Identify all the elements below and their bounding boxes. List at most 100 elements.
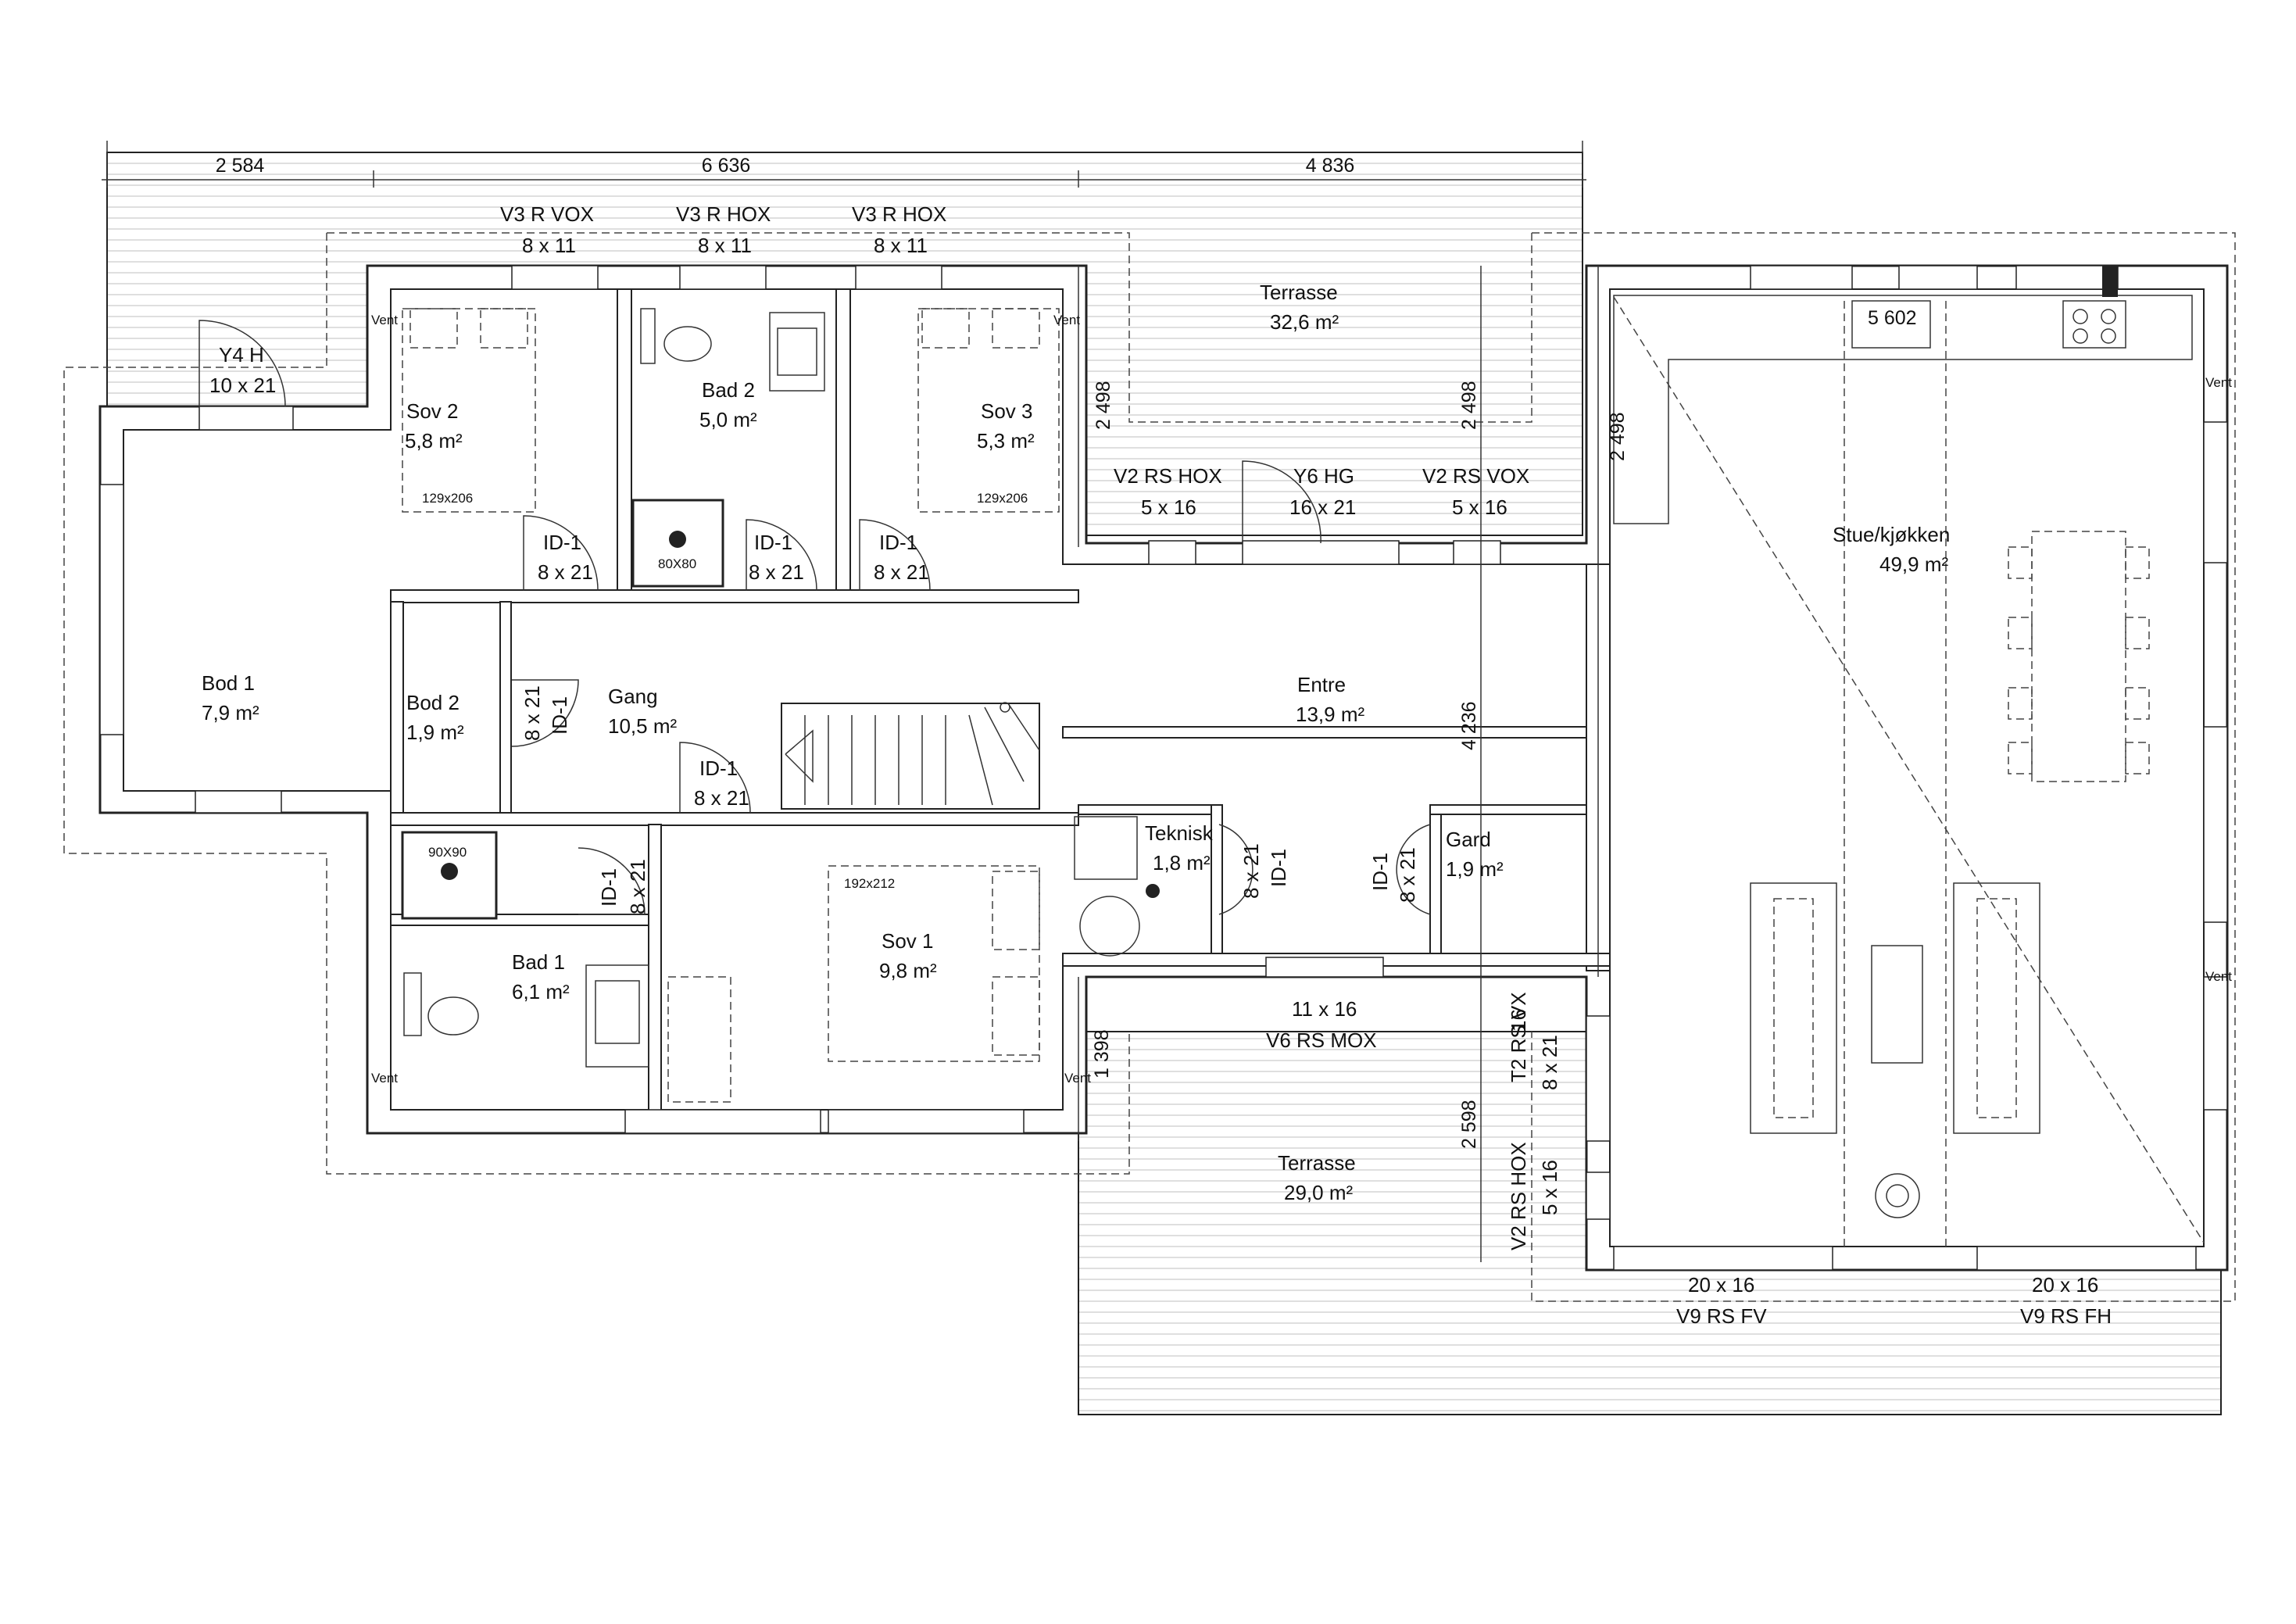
window-openings xyxy=(99,265,2228,1271)
room-bod1-name: Bod 1 xyxy=(202,671,255,695)
window-v2-low-size: 5 x 16 xyxy=(1538,1160,1561,1215)
room-sov3-name: Sov 3 xyxy=(981,399,1033,423)
room-gard-name: Gard xyxy=(1446,828,1491,851)
window-v3-vox-type: V3 R VOX xyxy=(500,202,594,226)
room-sov2-bed: 129x206 xyxy=(422,491,473,506)
door-teknisk-type: ID-1 xyxy=(1267,849,1290,887)
window-v6-type: V6 RS MOX xyxy=(1266,1028,1377,1052)
dim-entre-upper: 2 498 xyxy=(1458,381,1480,430)
window-labels: V3 R VOX 8 x 11 V3 R HOX 8 x 11 V3 R HOX… xyxy=(209,202,2112,1328)
terrasse-lower-area: 29,0 m² xyxy=(1284,1181,1353,1204)
door-y4-type: Y4 H xyxy=(219,343,264,367)
door-y6-size: 16 x 21 xyxy=(1289,495,1356,519)
room-sov2-area: 5,8 m² xyxy=(405,429,463,453)
window-v9-fv-type: V9 RS FV xyxy=(1676,1304,1767,1328)
door-bad2-size: 8 x 21 xyxy=(749,560,804,584)
dim-stue-wall: 2 498 xyxy=(1607,412,1629,461)
window-v9-fv-size: 20 x 16 xyxy=(1688,1273,1754,1297)
room-bod1-area: 7,9 m² xyxy=(202,701,259,724)
window-v3-hox-a-type: V3 R HOX xyxy=(676,202,771,226)
dim-entre-lower: 4 236 xyxy=(1458,701,1480,750)
terrasse-upper-area: 32,6 m² xyxy=(1270,310,1339,334)
door-labels: ID-1 8 x 21 ID-1 8 x 21 ID-1 8 x 21 ID-1… xyxy=(520,531,1419,914)
door-gang-type: ID-1 xyxy=(699,757,738,780)
room-teknisk-area: 1,8 m² xyxy=(1153,851,1211,875)
window-v2-low-type: V2 RS HOX xyxy=(1507,1142,1530,1250)
room-bod2-area: 1,9 m² xyxy=(406,721,464,744)
door-swings xyxy=(198,320,1431,915)
window-v2-hox-type: V2 RS HOX xyxy=(1114,464,1222,488)
door-sov2-type: ID-1 xyxy=(543,531,581,554)
room-teknisk-name: Teknisk xyxy=(1145,821,1214,845)
room-sov1-bed: 192x212 xyxy=(844,876,895,891)
room-stue-area: 49,9 m² xyxy=(1879,553,1948,576)
dim-4836: 4 836 xyxy=(1306,155,1355,177)
window-v3-hox-b-size: 8 x 11 xyxy=(874,234,928,257)
room-bad1-area: 6,1 m² xyxy=(512,980,570,1003)
window-v2-hox-size: 5 x 16 xyxy=(1141,495,1196,519)
window-v9-fh-size: 20 x 16 xyxy=(2032,1273,2098,1297)
dim-6636: 6 636 xyxy=(702,155,751,177)
door-bad1-type: ID-1 xyxy=(597,868,620,907)
room-gang-name: Gang xyxy=(608,685,658,708)
room-bad1-name: Bad 1 xyxy=(512,950,565,974)
vent-label: Vent xyxy=(371,313,398,327)
vent-label: Vent xyxy=(1053,313,1080,327)
room-bad2-shower: 80X80 xyxy=(658,556,696,571)
room-bod2-name: Bod 2 xyxy=(406,691,460,714)
dim-kitchen-width: 5 602 xyxy=(1868,307,1917,329)
dim-terrace-upper: 2 498 xyxy=(1093,381,1114,430)
staircase xyxy=(781,702,1040,810)
room-sov1-area: 9,8 m² xyxy=(879,959,937,982)
window-v3-hox-b-type: V3 R HOX xyxy=(852,202,946,226)
vent-label: Vent xyxy=(2205,969,2232,984)
dimension-line-top: 2 584 6 636 4 836 xyxy=(102,141,1586,188)
room-sov3-area: 5,3 m² xyxy=(977,429,1035,453)
room-entre-area: 13,9 m² xyxy=(1296,703,1364,726)
door-gang-size: 8 x 21 xyxy=(694,786,749,810)
room-sov3-bed: 129x206 xyxy=(977,491,1028,506)
room-labels: Sov 2 5,8 m² 129x206 Bad 2 5,0 m² 80X80 … xyxy=(202,281,1950,1204)
door-gard-type: ID-1 xyxy=(1368,853,1392,891)
vent-markers: Vent Vent Vent Vent Vent Vent xyxy=(371,313,2232,1086)
vent-label: Vent xyxy=(1064,1071,1091,1086)
room-entre-name: Entre xyxy=(1297,673,1346,696)
window-v9-fh-type: V9 RS FH xyxy=(2020,1304,2112,1328)
room-stue-name: Stue/kjøkken xyxy=(1833,523,1950,546)
window-v2-vox-type: V2 RS VOX xyxy=(1422,464,1529,488)
door-y6-type: Y6 HG xyxy=(1293,464,1354,488)
window-v2-vx-size: 16 xyxy=(1507,1009,1530,1032)
window-v3-hox-a-size: 8 x 11 xyxy=(698,234,752,257)
door-y4-size: 10 x 21 xyxy=(209,374,276,397)
room-gard-area: 1,9 m² xyxy=(1446,857,1504,881)
door-bod2-type: ID-1 xyxy=(548,696,571,735)
room-bad2-area: 5,0 m² xyxy=(699,408,757,431)
door-gard-size: 8 x 21 xyxy=(1396,847,1419,903)
door-sov3-size: 8 x 21 xyxy=(874,560,929,584)
terrasse-lower-name: Terrasse xyxy=(1278,1151,1356,1175)
roof-overhang xyxy=(63,232,2236,1302)
room-sov1-name: Sov 1 xyxy=(882,929,934,953)
door-bad2-type: ID-1 xyxy=(754,531,792,554)
dimension-labels: 2 498 2 498 2 498 4 236 2 598 1 398 5 60… xyxy=(1091,307,1917,1149)
window-v2-vox-size: 5 x 16 xyxy=(1452,495,1507,519)
room-sov2-name: Sov 2 xyxy=(406,399,459,423)
vent-label: Vent xyxy=(2205,375,2232,390)
door-sov2-size: 8 x 21 xyxy=(538,560,593,584)
vent-label: Vent xyxy=(371,1071,398,1086)
room-bad2-name: Bad 2 xyxy=(702,378,755,402)
window-v3-vox-size: 8 x 11 xyxy=(522,234,576,257)
window-t2-type: T2 RS VX xyxy=(1507,992,1530,1082)
window-v6-size: 11 x 16 xyxy=(1292,997,1357,1021)
terrasse-upper-name: Terrasse xyxy=(1260,281,1338,304)
door-sov3-type: ID-1 xyxy=(879,531,917,554)
dim-2584: 2 584 xyxy=(216,155,265,177)
dim-terrace-lower-short: 1 398 xyxy=(1091,1029,1113,1078)
furniture xyxy=(401,266,2205,1247)
window-t2-size: 8 x 21 xyxy=(1538,1035,1561,1090)
door-bod2-size: 8 x 21 xyxy=(520,685,544,741)
room-bad1-shower: 90X90 xyxy=(428,845,467,860)
room-gang-area: 10,5 m² xyxy=(608,714,677,738)
dim-terrace-lower: 2 598 xyxy=(1458,1100,1480,1149)
